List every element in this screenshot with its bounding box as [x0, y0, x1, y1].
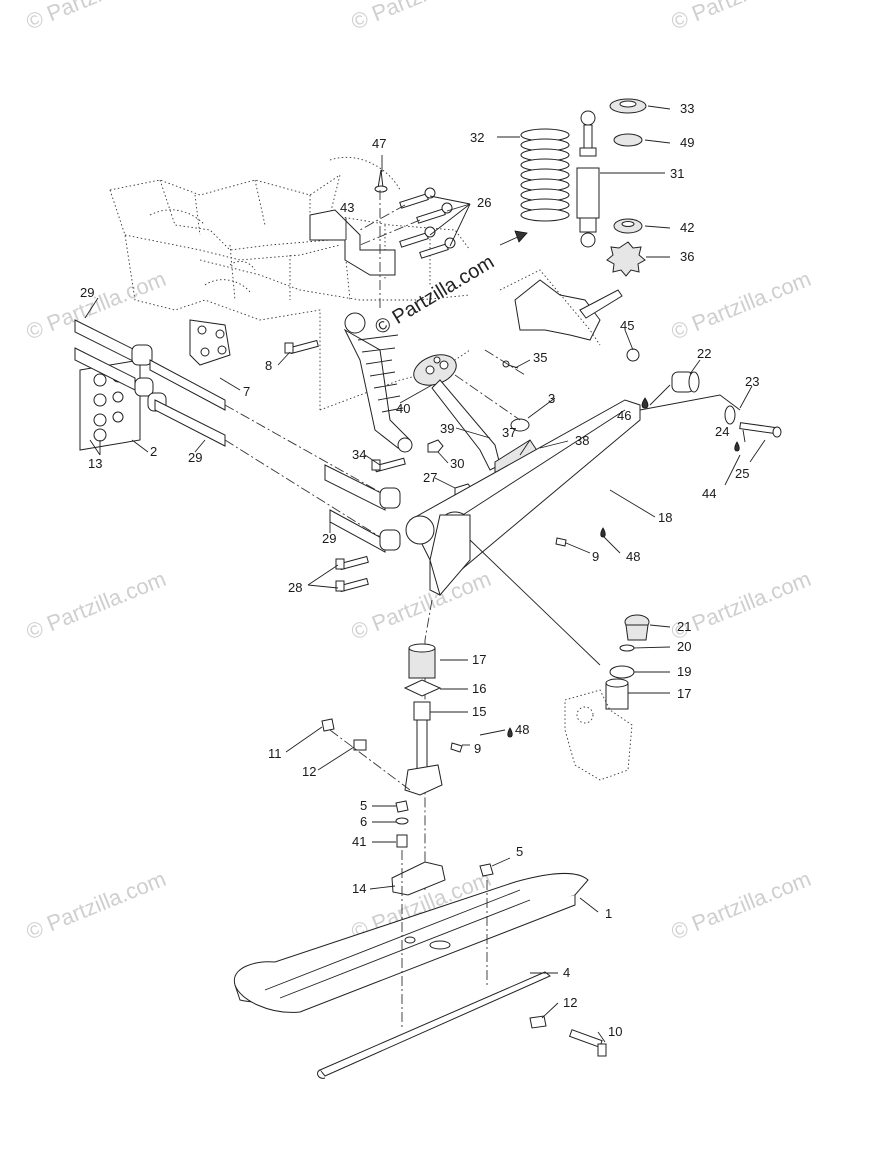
- watermark-text: © Partzilla.com: [668, 866, 815, 945]
- part-label-1: 1: [605, 906, 612, 921]
- watermark-text: © Partzilla.com: [668, 266, 815, 345]
- left-mount-and-tubes: [74, 319, 401, 553]
- watermark-arrow: [499, 230, 528, 246]
- part-label-12-lower: 12: [563, 995, 577, 1010]
- part-label-33: 33: [680, 101, 694, 116]
- part-label-36: 36: [680, 249, 694, 264]
- shock-absorber: [576, 110, 600, 248]
- part-label-34: 34: [352, 447, 366, 462]
- part-label-23: 23: [745, 374, 759, 389]
- part-label-11: 11: [268, 746, 282, 761]
- part-label-29-top: 29: [80, 285, 94, 300]
- part-label-35: 35: [533, 350, 547, 365]
- part-label-37: 37: [502, 425, 516, 440]
- part-label-26: 26: [477, 195, 491, 210]
- watermark-text: © Partzilla.com: [23, 866, 170, 945]
- swing-arm: [405, 348, 782, 753]
- axis-line: [424, 599, 433, 890]
- part-label-49: 49: [680, 135, 694, 150]
- part-label-12-upper: 12: [302, 764, 316, 779]
- front-shock: [343, 312, 413, 453]
- part-label-17-center: 17: [472, 652, 486, 667]
- part-label-30: 30: [450, 456, 464, 471]
- part-label-48-lower: 48: [515, 722, 529, 737]
- part-label-27: 27: [423, 470, 437, 485]
- shock-absorber-assembly: [520, 98, 647, 277]
- part-label-41: 41: [352, 834, 366, 849]
- watermark-text: © Partzilla.com: [348, 0, 495, 35]
- part-label-5-left: 5: [360, 798, 367, 813]
- leader-lines: [84, 105, 766, 1043]
- part-label-28: 28: [288, 580, 302, 595]
- part-label-29-low: 29: [322, 531, 336, 546]
- watermark-text: © Partzilla.com: [668, 0, 815, 35]
- part-label-42: 42: [680, 220, 694, 235]
- part-label-44: 44: [702, 486, 716, 501]
- part-label-3: 3: [548, 391, 555, 406]
- part-label-25: 25: [735, 466, 749, 481]
- part-label-45: 45: [620, 318, 634, 333]
- ski: [233, 850, 607, 1079]
- part-label-5-right: 5: [516, 844, 523, 859]
- part-label-43: 43: [340, 200, 354, 215]
- part-label-9-upper: 9: [592, 549, 599, 564]
- spring-washer: [613, 133, 643, 147]
- part-label-6: 6: [360, 814, 367, 829]
- part-label-7: 7: [243, 384, 250, 399]
- part-label-15: 15: [472, 704, 486, 719]
- part-label-16: 16: [472, 681, 486, 696]
- detail-leader: [469, 539, 601, 666]
- part-label-47: 47: [372, 136, 386, 151]
- part-label-29-mid: 29: [188, 450, 202, 465]
- part-label-9-lower: 9: [474, 741, 481, 756]
- watermark-text: © Partzilla.com: [348, 566, 495, 645]
- part-labels: 47 26 43 32 33 49 31 42 36 29 8 7 13 2 2…: [80, 101, 759, 1039]
- part-label-17-right: 17: [677, 686, 691, 701]
- part-label-18: 18: [658, 510, 672, 525]
- spindle-parts: [321, 643, 494, 896]
- part-label-8: 8: [265, 358, 272, 373]
- part-label-19: 19: [677, 664, 691, 679]
- watermark-text: © Partzilla.com: [23, 566, 170, 645]
- part-label-21: 21: [677, 619, 691, 634]
- part-label-32: 32: [470, 130, 484, 145]
- part-label-40: 40: [396, 401, 410, 416]
- part-label-38: 38: [575, 433, 589, 448]
- part-label-48-upper: 48: [626, 549, 640, 564]
- part-label-10: 10: [608, 1024, 622, 1039]
- part-label-31: 31: [670, 166, 684, 181]
- spindle-detail: [564, 614, 650, 781]
- part-label-14: 14: [352, 881, 366, 896]
- part-label-20: 20: [677, 639, 691, 654]
- part-label-22: 22: [697, 346, 711, 361]
- part-label-46: 46: [617, 408, 631, 423]
- adjuster-ring: [606, 241, 646, 277]
- part-label-2: 2: [150, 444, 157, 459]
- watermark-text: © Partzilla.com: [23, 0, 170, 35]
- part-label-24: 24: [715, 424, 729, 439]
- part-label-4: 4: [563, 965, 570, 980]
- coil-spring: [520, 128, 570, 222]
- upper-bolts: [309, 169, 456, 310]
- part-label-39: 39: [440, 421, 454, 436]
- watermark-layer: © Partzilla.com © Partzilla.com © Partzill…: [23, 0, 815, 945]
- part-label-13: 13: [88, 456, 102, 471]
